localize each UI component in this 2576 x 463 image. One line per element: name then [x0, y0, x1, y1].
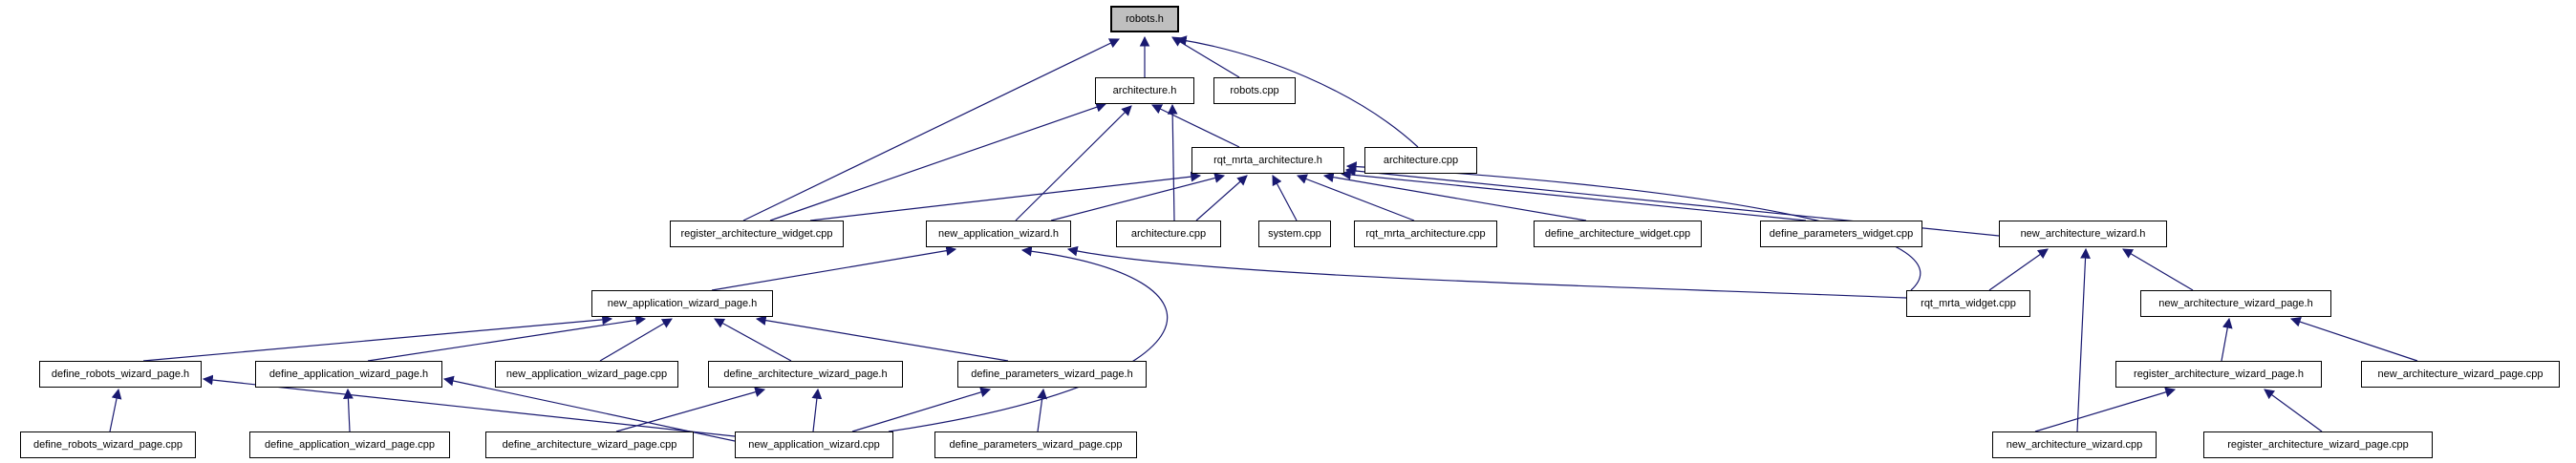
edge-register_architecture_wizard_page_h-to-new_architecture_wizard_page_h: [2221, 317, 2233, 362]
edge-define_robots_wizard_page_h-to-new_application_wizard_page_h: [142, 314, 613, 362]
edge-new_architecture_wizard_page_h-to-new_architecture_wizard_h: [2122, 248, 2194, 291]
edge-register_architecture_widget_cpp-to-architecture_h: [769, 102, 1107, 221]
edge-define_architecture_wizard_page_cpp-to-define_architecture_wizard_page_h: [615, 387, 766, 432]
edge-define_parameters_wizard_page_cpp-to-define_parameters_wizard_page_h: [1037, 388, 1048, 432]
edge-register_architecture_widget_cpp-to-rqt_mrta_architecture_h: [809, 171, 1202, 221]
edge-define_robots_wizard_page_cpp-to-define_robots_wizard_page_h: [109, 388, 122, 432]
edge-new_application_wizard_h-to-rqt_mrta_architecture_h: [1050, 173, 1226, 221]
node-new-architecture-wizard-cpp[interactable]: new_architecture_wizard.cpp: [1992, 431, 2157, 458]
edge-architecture_cpp_mid-to-rqt_mrta_architecture_h: [1195, 175, 1248, 221]
edge-new_application_wizard_cpp-to-define_parameters_wizard_page_h: [851, 387, 992, 432]
node-rqt-mrta-architecture-cpp[interactable]: rqt_mrta_architecture.cpp: [1354, 221, 1497, 247]
edge-new_application_wizard_page_h-to-new_application_wizard_h: [711, 245, 957, 291]
node-rqt-mrta-architecture-h[interactable]: rqt_mrta_architecture.h: [1191, 147, 1344, 174]
edge-new_application_wizard_cpp-to-define_robots_wizard_page_h: [202, 374, 736, 437]
edge-architecture_cpp_top-to-robots_h: [1175, 35, 1419, 148]
edge-architecture_cpp_mid-to-architecture_h: [1167, 103, 1178, 221]
node-architecture-h[interactable]: architecture.h: [1095, 77, 1194, 104]
node-robots-h[interactable]: robots.h: [1110, 6, 1179, 32]
edge-rqt_mrta_widget_cpp-to-rqt_mrta_architecture_h: [1345, 161, 1921, 291]
edge-register_architecture_wizard_page_cpp-to-register_architecture_wizard_page_h: [2264, 389, 2323, 432]
edge-new_architecture_wizard_page_cpp-to-new_architecture_wizard_page_h: [2289, 316, 2418, 362]
node-robots-cpp[interactable]: robots.cpp: [1213, 77, 1296, 104]
edge-new_application_wizard_h-to-architecture_h: [1015, 105, 1132, 221]
node-new-application-wizard-cpp[interactable]: new_application_wizard.cpp: [735, 431, 893, 458]
edge-new_architecture_wizard_cpp-to-register_architecture_wizard_page_h: [2034, 387, 2177, 432]
edge-define_architecture_wizard_page_h-to-new_application_wizard_page_h: [714, 318, 792, 362]
edge-new_architecture_wizard_cpp-to-new_architecture_wizard_h: [2076, 247, 2091, 432]
node-define-parameters-wizard-page-h[interactable]: define_parameters_wizard_page.h: [957, 361, 1147, 388]
node-new-architecture-wizard-page-h[interactable]: new_architecture_wizard_page.h: [2140, 290, 2331, 317]
node-new-application-wizard-page-cpp[interactable]: new_application_wizard_page.cpp: [495, 361, 678, 388]
node-architecture-cpp-mid[interactable]: architecture.cpp: [1116, 221, 1221, 247]
edge-new_application_wizard_page_cpp-to-new_application_wizard_page_h: [599, 318, 673, 362]
edge-new_application_wizard_cpp-to-define_architecture_wizard_page_h: [811, 388, 823, 432]
node-new-application-wizard-page-h[interactable]: new_application_wizard_page.h: [591, 290, 773, 317]
edge-define_parameters_widget_cpp-to-rqt_mrta_architecture_h: [1340, 169, 1807, 221]
edge-register_architecture_widget_cpp-to-robots_h: [742, 38, 1120, 221]
node-define-architecture-wizard-page-h[interactable]: define_architecture_wizard_page.h: [708, 361, 903, 388]
node-new-application-wizard-h[interactable]: new_application_wizard.h: [926, 221, 1071, 247]
edge-define_application_wizard_page_h-to-new_application_wizard_page_h: [367, 315, 647, 362]
node-define-robots-wizard-page-cpp[interactable]: define_robots_wizard_page.cpp: [20, 431, 196, 458]
edge-system_cpp-to-rqt_mrta_architecture_h: [1272, 175, 1298, 221]
node-define-parameters-widget-cpp[interactable]: define_parameters_widget.cpp: [1760, 221, 1922, 247]
node-rqt-mrta-widget-cpp[interactable]: rqt_mrta_widget.cpp: [1906, 290, 2030, 317]
node-new-architecture-wizard-h[interactable]: new_architecture_wizard.h: [1999, 221, 2167, 247]
edge-define_parameters_wizard_page_h-to-new_application_wizard_page_h: [755, 315, 1009, 362]
node-define-application-wizard-page-cpp[interactable]: define_application_wizard_page.cpp: [249, 431, 450, 458]
edge-rqt_mrta_widget_cpp-to-new_application_wizard_h: [1066, 245, 1907, 299]
node-define-robots-wizard-page-h[interactable]: define_robots_wizard_page.h: [39, 361, 202, 388]
node-define-application-wizard-page-h[interactable]: define_application_wizard_page.h: [255, 361, 442, 388]
node-register-architecture-widget-cpp[interactable]: register_architecture_widget.cpp: [670, 221, 844, 247]
node-register-architecture-wizard-page-h[interactable]: register_architecture_wizard_page.h: [2115, 361, 2322, 388]
edge-rqt_mrta_architecture_cpp-to-rqt_mrta_architecture_h: [1296, 174, 1415, 221]
edge-define_application_wizard_page_cpp-to-define_application_wizard_page_h: [343, 388, 354, 432]
node-system-cpp[interactable]: system.cpp: [1258, 221, 1331, 247]
node-define-architecture-widget-cpp[interactable]: define_architecture_widget.cpp: [1534, 221, 1702, 247]
node-define-architecture-wizard-page-cpp[interactable]: define_architecture_wizard_page.cpp: [485, 431, 694, 458]
edge-new_application_wizard_cpp-to-define_application_wizard_page_h: [442, 375, 736, 442]
edge-define_architecture_widget_cpp-to-rqt_mrta_architecture_h: [1322, 172, 1587, 221]
edge-rqt_mrta_widget_cpp-to-new_architecture_wizard_h: [1988, 248, 2049, 291]
node-register-architecture-wizard-page-cpp[interactable]: register_architecture_wizard_page.cpp: [2203, 431, 2433, 458]
node-define-parameters-wizard-page-cpp[interactable]: define_parameters_wizard_page.cpp: [934, 431, 1137, 458]
node-architecture-cpp-top[interactable]: architecture.cpp: [1364, 147, 1477, 174]
edge-new_application_wizard_cpp-to-new_application_wizard_h: [888, 245, 1169, 432]
node-new-architecture-wizard-page-cpp[interactable]: new_architecture_wizard_page.cpp: [2361, 361, 2560, 388]
edge-rqt_mrta_architecture_h-to-architecture_h: [1151, 104, 1240, 148]
